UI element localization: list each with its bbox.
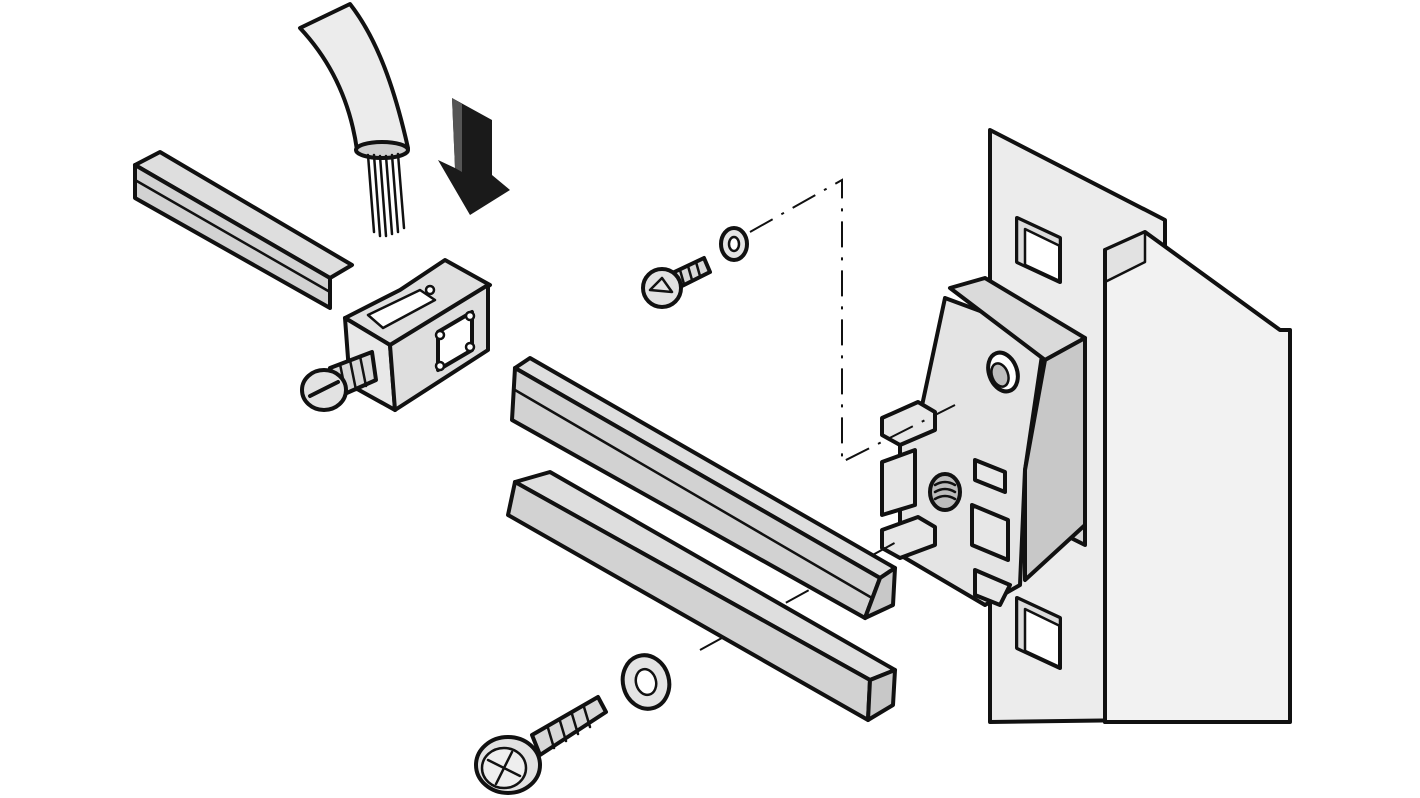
busbar-lower (506, 470, 897, 722)
clamp-screw (300, 350, 378, 412)
busbar-clamp-terminal (343, 258, 492, 412)
busbar-mounting-screw (474, 695, 608, 795)
support-bracket-screw (641, 256, 712, 309)
busbar-short (133, 150, 354, 310)
busbar-mounting-washer (620, 653, 672, 711)
busbar-upper (510, 356, 897, 620)
busbar-support-bracket (880, 276, 1087, 607)
support-bracket-washer (719, 226, 749, 262)
insertion-arrow (438, 98, 510, 215)
cable-with-stripped-strands (298, 2, 410, 238)
